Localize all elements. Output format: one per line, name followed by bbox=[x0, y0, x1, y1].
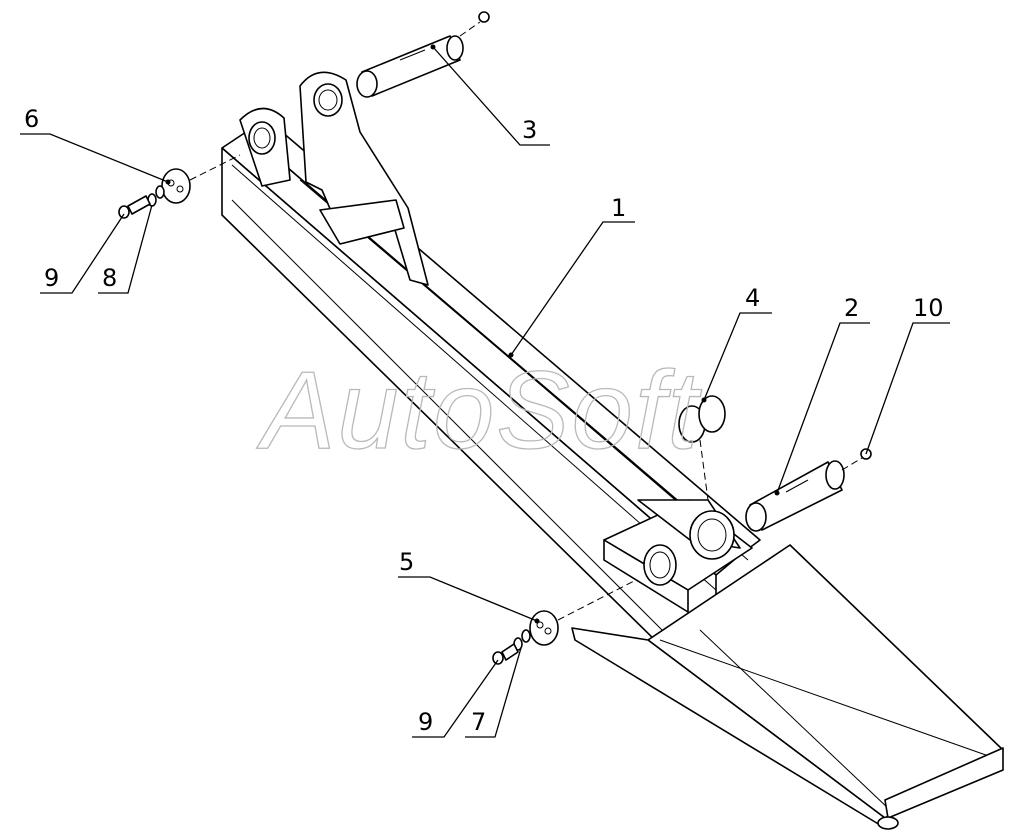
callout-3: 3 bbox=[430, 44, 550, 146]
callout-10: 10 bbox=[865, 294, 950, 455]
callout-label: 4 bbox=[745, 284, 760, 312]
pin-2 bbox=[745, 448, 872, 532]
callout-label: 5 bbox=[399, 548, 414, 576]
callout-2: 2 bbox=[774, 294, 870, 496]
callout-label: 6 bbox=[24, 105, 39, 133]
callout-label: 7 bbox=[471, 708, 486, 736]
callout-label: 1 bbox=[611, 194, 626, 222]
callout-label: 2 bbox=[844, 294, 859, 322]
callout-6: 6 bbox=[20, 105, 171, 185]
callout-label: 9 bbox=[418, 708, 433, 736]
callout-8: 8 bbox=[98, 204, 153, 294]
callout-4: 4 bbox=[701, 284, 772, 403]
main-beam bbox=[221, 71, 1004, 830]
callout-9-lower: 9 bbox=[412, 659, 499, 738]
callout-label: 9 bbox=[44, 264, 59, 292]
callout-1: 1 bbox=[508, 194, 635, 358]
callout-9-upper: 9 bbox=[40, 213, 125, 294]
callout-label: 8 bbox=[102, 264, 117, 292]
callout-7: 7 bbox=[465, 647, 522, 738]
callout-label: 3 bbox=[522, 116, 537, 144]
watermark: AutoSoft bbox=[256, 349, 702, 472]
bushings-4 bbox=[678, 395, 726, 501]
pin-3 bbox=[356, 11, 490, 98]
washer-6-bolt-assembly bbox=[118, 154, 241, 219]
callout-label: 10 bbox=[913, 294, 944, 322]
callout-5: 5 bbox=[398, 548, 540, 624]
